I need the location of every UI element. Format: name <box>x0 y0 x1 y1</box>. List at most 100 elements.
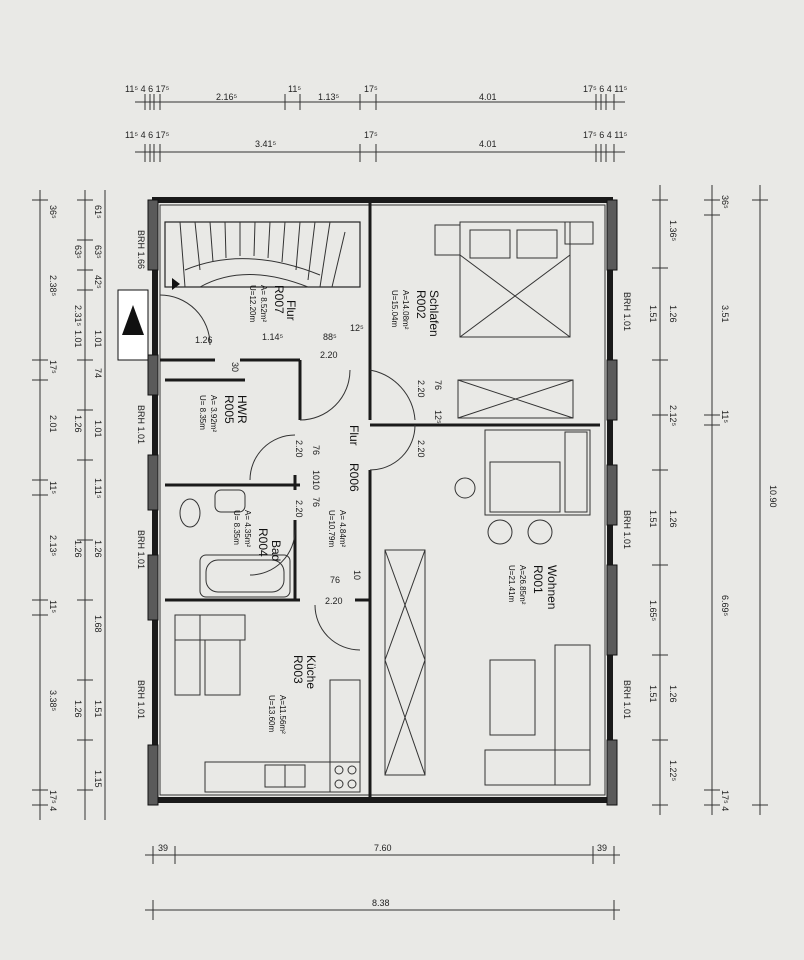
left-outer-dim-8: 3.38⁵ <box>48 690 58 712</box>
kitchen-counter <box>204 679 361 793</box>
window-right-5 <box>606 739 618 806</box>
room-name: Schlafen <box>427 290 441 337</box>
bottom-dim-1-b: 7.60 <box>374 843 392 853</box>
room-area: A= 4.84m² <box>338 510 347 547</box>
top-dim-2-d: 4.01 <box>479 139 497 149</box>
room-id: R007 <box>272 285 286 314</box>
right-dim-3: 10.90 <box>768 485 778 508</box>
room-id: R001 <box>531 565 545 594</box>
left-inner-dim-2: 74 <box>93 368 103 378</box>
wardrobe <box>457 379 574 419</box>
top-dim-1-e: 17⁵ <box>364 84 378 94</box>
room-perimeter: U= 8.35m <box>232 510 241 545</box>
room-perimeter: U=15.04m <box>390 290 399 327</box>
room-id: R005 <box>222 395 236 424</box>
sofa <box>484 429 591 516</box>
bottom-dim-1-c: 39 <box>597 843 607 853</box>
left-outer-dim-2: 2.38⁵ <box>48 275 58 297</box>
doors <box>159 294 416 651</box>
room-name: Wohnen <box>545 565 559 609</box>
door-dim-10: 2.20 <box>416 440 426 458</box>
right-dim-1-6: 1.51 <box>648 510 658 528</box>
bottom-dim-2: 8.38 <box>372 898 390 908</box>
bathtub <box>199 554 291 598</box>
door-flur-swing <box>299 369 351 421</box>
brh-label-3: BRH 1.01 <box>136 530 146 569</box>
door-entrance-swing <box>159 294 211 346</box>
right-dim-1-8: 1.51 <box>648 685 658 703</box>
window-left-3 <box>147 454 159 511</box>
window-left-5 <box>147 744 159 806</box>
entrance-arrow-icon <box>122 305 144 335</box>
left-mid-dim-12: 1.51 <box>93 700 103 718</box>
right-dim-1-1: 1.36⁵ <box>668 220 678 242</box>
door-dim-11: 76 <box>311 445 321 455</box>
door-dim-14: 76 <box>311 497 321 507</box>
top-dim-2-c: 17⁵ <box>364 130 378 140</box>
room-label-wohnen: Wohnen R001 A=26.85m² U=21.41m <box>507 565 559 609</box>
left-outer-dim-7: 11⁵ <box>48 600 58 613</box>
dining-bench <box>174 614 246 696</box>
brh-label-6: BRH 1.01 <box>622 510 632 549</box>
brh-label-5: BRH 1.01 <box>622 292 632 331</box>
top-dim-2-e: 17⁵ 6 4 11⁵ <box>583 130 628 140</box>
door-dim-9: 12⁵ <box>433 410 443 424</box>
door-kueche-swing <box>314 604 361 651</box>
top-dim-1-b: 2.16⁵ <box>216 92 238 102</box>
left-mid-dim-6: 1.26 <box>73 415 83 433</box>
top-dim-1-c: 11⁵ <box>288 84 301 94</box>
left-mid-dim-7: 1.01 <box>93 420 103 438</box>
left-outer-dim-3: 17⁵ <box>48 360 58 374</box>
room-name: Flur <box>284 300 298 321</box>
right-dim-1-9: 1.26 <box>668 685 678 703</box>
door-dim-2: 1.14⁵ <box>262 332 284 342</box>
toilet <box>179 498 201 528</box>
left-mid-dim-5: 1.01 <box>73 330 83 348</box>
left-inner-dim-4: 1.26 <box>93 540 103 558</box>
door-dim-18: 2.20 <box>325 596 343 606</box>
door-dim-15: 2.20 <box>294 500 304 518</box>
nightstand <box>564 221 594 245</box>
sink <box>214 489 246 513</box>
top-dimension-chain-2: 11⁵ 4 6 17⁵ 3.41⁵ 17⁵ 4.01 17⁵ 6 4 11⁵ <box>125 130 628 162</box>
door-hwr-swing <box>249 434 296 481</box>
room-area: A=14.08m² <box>401 290 410 330</box>
room-area: A= 8.52m² <box>259 285 268 322</box>
left-outer-dim-9: 17⁵ 4 <box>48 790 58 811</box>
left-inner-dim-3: 1.01 <box>93 330 103 348</box>
top-dim-2-a: 11⁵ 4 6 17⁵ <box>125 130 170 140</box>
door-dim-4: 2.20 <box>320 350 338 360</box>
window-right-4 <box>606 564 618 656</box>
left-outer-dim-5: 11⁵ <box>48 481 58 494</box>
room-id: R003 <box>291 655 305 684</box>
door-dimension-labels: 1.26 1.14⁵ 88⁵ 2.20 12⁵ 30 76 2.20 12⁵ 2… <box>195 323 443 606</box>
brh-label-2: BRH 1.01 <box>136 405 146 444</box>
right-dim-1-2: 1.26 <box>668 305 678 323</box>
right-dim-2-2: 3.51 <box>720 305 730 323</box>
room-id: R002 <box>414 290 428 319</box>
top-dim-1-a: 11⁵ 4 6 17⁵ <box>125 84 170 94</box>
room-label-flur-r007: Flur R007 A= 8.52m² U=12.20m <box>248 285 298 322</box>
room-name: Flur <box>347 425 361 446</box>
window-right-3 <box>606 464 618 526</box>
left-outer-dim-6: 2.13⁵ <box>48 535 58 557</box>
room-area: A= 4.35m² <box>243 510 252 547</box>
left-mid-dim-10: 1.68 <box>93 615 103 633</box>
sectional-sofa <box>484 644 591 786</box>
right-dim-1-4: 2.12⁵ <box>668 405 678 427</box>
brh-label-1: BRH 1.66 <box>136 230 146 269</box>
bed <box>459 221 571 338</box>
room-label-flur-r006: Flur R006 A= 4.84m² U=10.79m <box>327 425 361 547</box>
room-label-hwr: HWR R005 A= 3.92m² U= 8.35m <box>198 395 249 432</box>
door-dim-5: 12⁵ <box>350 323 364 333</box>
door-dim-16: 76 <box>330 575 340 585</box>
window-left-4 <box>147 554 159 621</box>
bottom-dimension-chain-2: 8.38 <box>145 898 620 920</box>
top-dim-1-g: 17⁵ 6 4 11⁵ <box>583 84 628 94</box>
room-label-kueche: Küche R003 A=11.56m² U=13.60m <box>267 655 318 734</box>
staircase <box>164 221 361 290</box>
room-area: A= 3.92m² <box>209 395 218 432</box>
interior-walls <box>160 200 600 800</box>
brh-labels: BRH 1.66 BRH 1.01 BRH 1.01 BRH 1.01 BRH … <box>136 230 632 719</box>
door-dim-1: 1.26 <box>195 335 213 345</box>
